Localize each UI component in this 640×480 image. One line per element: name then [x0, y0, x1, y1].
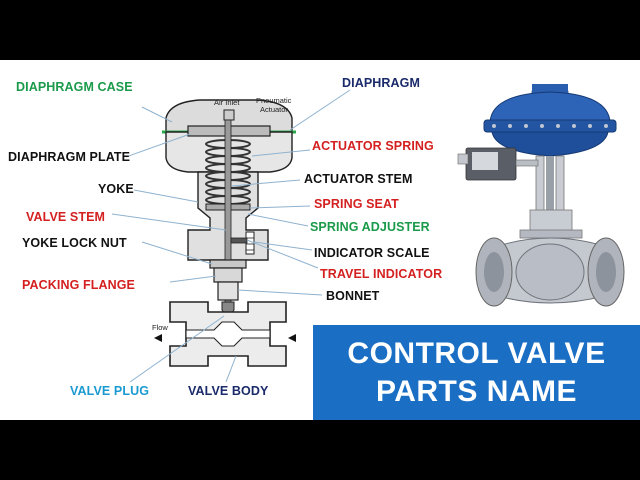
label-valve-body: VALVE BODY: [188, 384, 269, 398]
bonnet-shape: [217, 281, 239, 301]
label-valve-stem: VALVE STEM: [26, 210, 106, 224]
label-diaphragm-plate: DIAPHRAGM PLATE: [8, 150, 131, 164]
actuator-text: Actuator: [260, 105, 288, 114]
flow-arrow-in: [154, 334, 162, 342]
label-bonnet: BONNET: [326, 289, 380, 303]
label-diaphragm-case: DIAPHRAGM CASE: [16, 80, 133, 94]
label-diaphragm: DIAPHRAGM: [342, 76, 420, 90]
valve-schematic: [111, 89, 351, 383]
label-yoke-lock-nut: YOKE LOCK NUT: [22, 236, 127, 250]
valve-photo: [457, 84, 625, 307]
label-packing-flange: PACKING FLANGE: [22, 278, 135, 292]
air-inlet-text: Air Inlet: [214, 98, 240, 107]
label-spring-adjuster: SPRING ADJUSTER: [310, 220, 430, 234]
title-banner: CONTROL VALVE PARTS NAME: [310, 325, 640, 420]
label-yoke: YOKE: [98, 182, 134, 196]
flow-arrow-out: [288, 334, 296, 342]
flow-text: Flow: [152, 323, 168, 332]
label-actuator-spring: ACTUATOR SPRING: [312, 139, 434, 153]
label-actuator-stem: ACTUATOR STEM: [304, 172, 413, 186]
label-spring-seat: SPRING SEAT: [314, 197, 399, 211]
label-indicator-scale: INDICATOR SCALE: [314, 246, 430, 260]
pneumatic-text: Pneumatic: [256, 96, 292, 105]
label-valve-plug: VALVE PLUG: [70, 384, 150, 398]
title-line-2: PARTS NAME: [375, 375, 578, 408]
label-travel-indicator: TRAVEL INDICATOR: [320, 267, 443, 281]
canvas: Air Inlet Pneumatic Actuator Flow DIAPHR…: [0, 60, 640, 420]
title-line-1: CONTROL VALVE: [347, 337, 606, 370]
